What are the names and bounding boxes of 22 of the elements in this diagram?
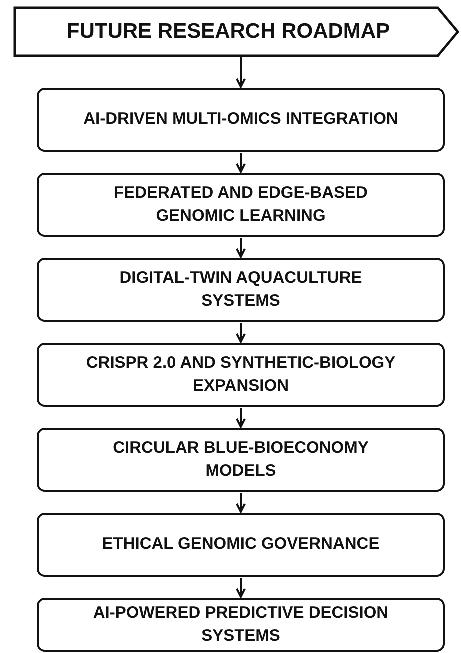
step-box xyxy=(37,598,445,652)
step-box xyxy=(37,173,445,237)
step-box xyxy=(37,88,445,152)
step-box xyxy=(37,258,445,322)
arrow xyxy=(236,408,246,428)
step-label: CIRCULAR BLUE-BIOECONOMY MODELS xyxy=(112,438,370,482)
arrow xyxy=(236,238,246,258)
arrow xyxy=(236,57,246,88)
step-label: CRISPR 2.0 AND SYNTHETIC-BIOLOGY EXPANSION xyxy=(85,352,397,397)
arrow xyxy=(236,578,246,598)
step-box xyxy=(37,343,445,407)
step-label: ETHICAL GENOMIC GOVERNANCE xyxy=(102,534,380,556)
step-label: AI-POWERED PREDICTIVE DECISION SYSTEMS xyxy=(92,602,390,647)
arrow xyxy=(236,153,246,173)
step-label: DIGITAL-TWIN AQUACULTURE SYSTEMS xyxy=(118,268,364,312)
arrow xyxy=(236,323,246,343)
step-box xyxy=(37,428,445,492)
step-label: AI-DRIVEN MULTI-OMICS INTEGRATION xyxy=(84,109,398,130)
arrow xyxy=(236,493,246,513)
step-box xyxy=(37,513,445,577)
title-text: FUTURE RESEARCH ROADMAP xyxy=(66,18,390,45)
step-label: FEDERATED AND EDGE-BASED GENOMIC LEARNING xyxy=(113,182,369,227)
